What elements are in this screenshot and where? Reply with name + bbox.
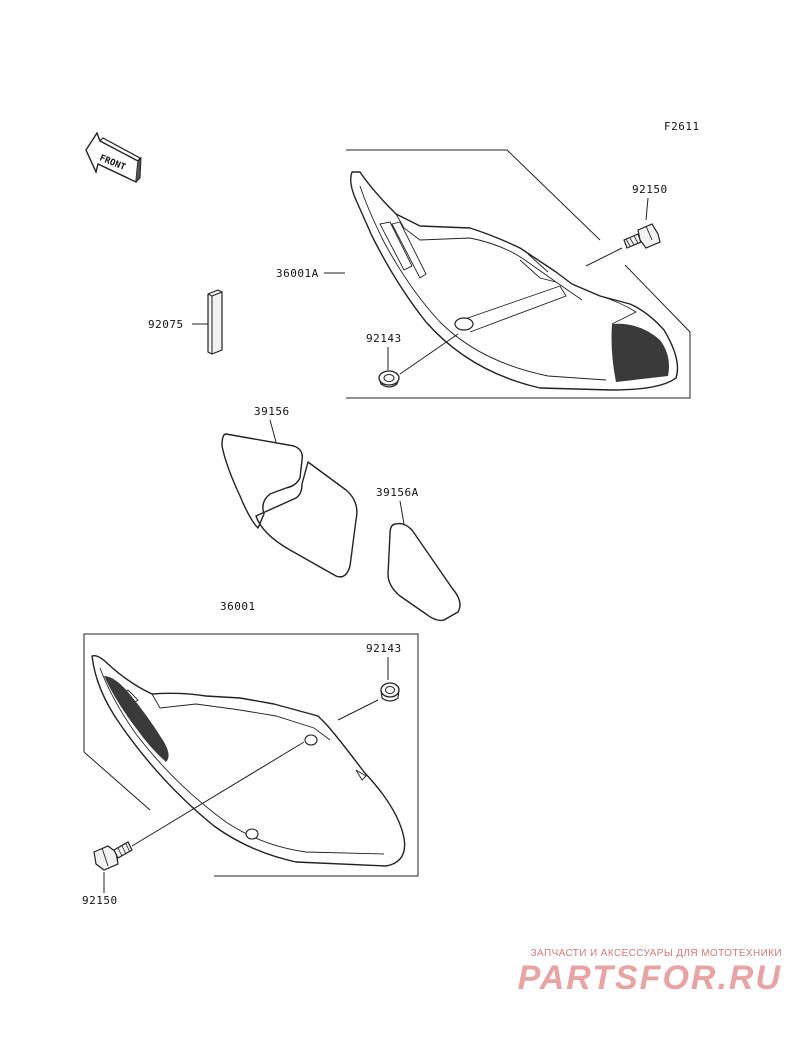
part-label-39156a: 39156A <box>376 486 419 499</box>
front-arrow-icon: FRONT <box>85 131 142 184</box>
decal-39156 <box>221 433 358 578</box>
watermark-subtitle: ЗАПЧАСТИ И АКСЕССУАРЫ ДЛЯ МОТОТЕХНИКИ <box>530 948 782 959</box>
side-cover-lower <box>91 654 406 867</box>
part-label-92150-upper: 92150 <box>632 183 668 196</box>
part-label-92075: 92075 <box>148 318 184 331</box>
pad-icon <box>207 289 223 355</box>
part-label-92150-lower: 92150 <box>82 894 118 907</box>
bolt-lower-icon <box>93 841 133 871</box>
lower-assembly-frame <box>83 633 419 877</box>
part-label-39156: 39156 <box>254 405 290 418</box>
decal-39156a <box>387 522 461 622</box>
grommet-upper-icon <box>378 370 400 388</box>
upper-assembly-frame <box>346 149 691 399</box>
side-cover-upper <box>349 171 679 391</box>
part-label-92143-lower: 92143 <box>366 642 402 655</box>
part-label-36001a: 36001A <box>276 267 319 280</box>
bolt-upper-icon <box>623 223 661 249</box>
watermark: ЗАПЧАСТИ И АКСЕССУАРЫ ДЛЯ МОТОТЕХНИКИ PA… <box>462 948 782 997</box>
watermark-brand: PARTSFOR.RU <box>517 959 782 997</box>
figure-code: F2611 <box>664 120 700 133</box>
part-label-36001: 36001 <box>220 600 256 613</box>
part-label-92143-upper: 92143 <box>366 332 402 345</box>
grommet-lower-icon <box>380 682 400 702</box>
